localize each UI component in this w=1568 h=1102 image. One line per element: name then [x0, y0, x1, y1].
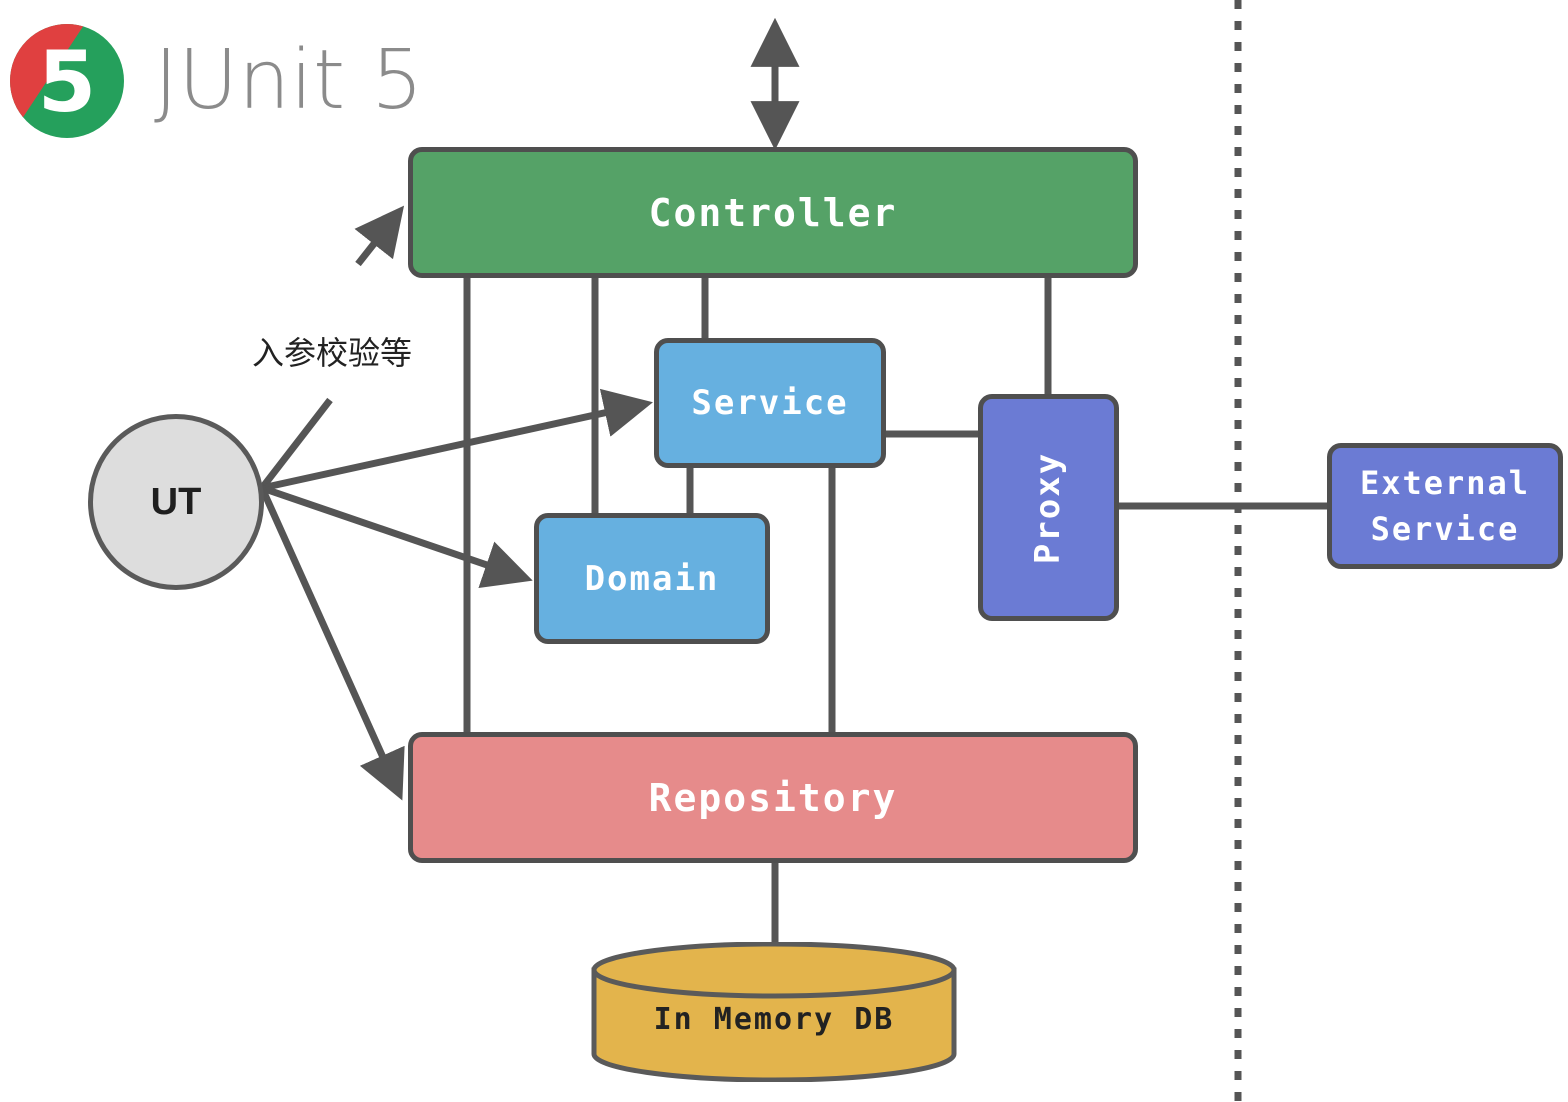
junit5-logo: 5 JUnit 5	[8, 22, 423, 140]
junit5-logo-mark: 5	[8, 22, 126, 140]
db-cylinder-top	[591, 942, 957, 999]
db-cylinder-body	[591, 967, 957, 1082]
junit5-logo-numeral: 5	[38, 33, 96, 131]
node-external-service-label-line1: External	[1359, 463, 1531, 502]
edge-ut-domain	[260, 484, 533, 588]
node-ut-label: UT	[150, 480, 202, 523]
node-ut[interactable]: UT	[88, 414, 264, 590]
annotation-parameter-validation: 入参校验等	[252, 334, 413, 372]
node-service-label: Service	[691, 383, 849, 423]
edge-ut-service	[261, 388, 653, 492]
node-proxy[interactable]: Proxy	[978, 394, 1119, 621]
edge-ut-repository	[258, 486, 405, 801]
node-repository-label: Repository	[648, 775, 898, 820]
node-in-memory-db[interactable]: In Memory DB	[590, 942, 958, 1082]
node-external-service-label-line2: Service	[1370, 510, 1520, 548]
edge-ut-controller	[354, 205, 405, 267]
node-domain[interactable]: Domain	[534, 513, 770, 644]
edge-ut-controller-lower	[259, 397, 333, 491]
node-service[interactable]: Service	[654, 338, 886, 468]
node-controller-label: Controller	[648, 190, 898, 235]
node-repository[interactable]: Repository	[408, 732, 1138, 863]
junit5-wordmark: JUnit 5	[154, 33, 424, 128]
node-controller[interactable]: Controller	[408, 147, 1138, 278]
node-proxy-label: Proxy	[1028, 451, 1069, 564]
node-external-service[interactable]: External Service	[1327, 443, 1563, 569]
node-domain-label: Domain	[584, 558, 720, 599]
